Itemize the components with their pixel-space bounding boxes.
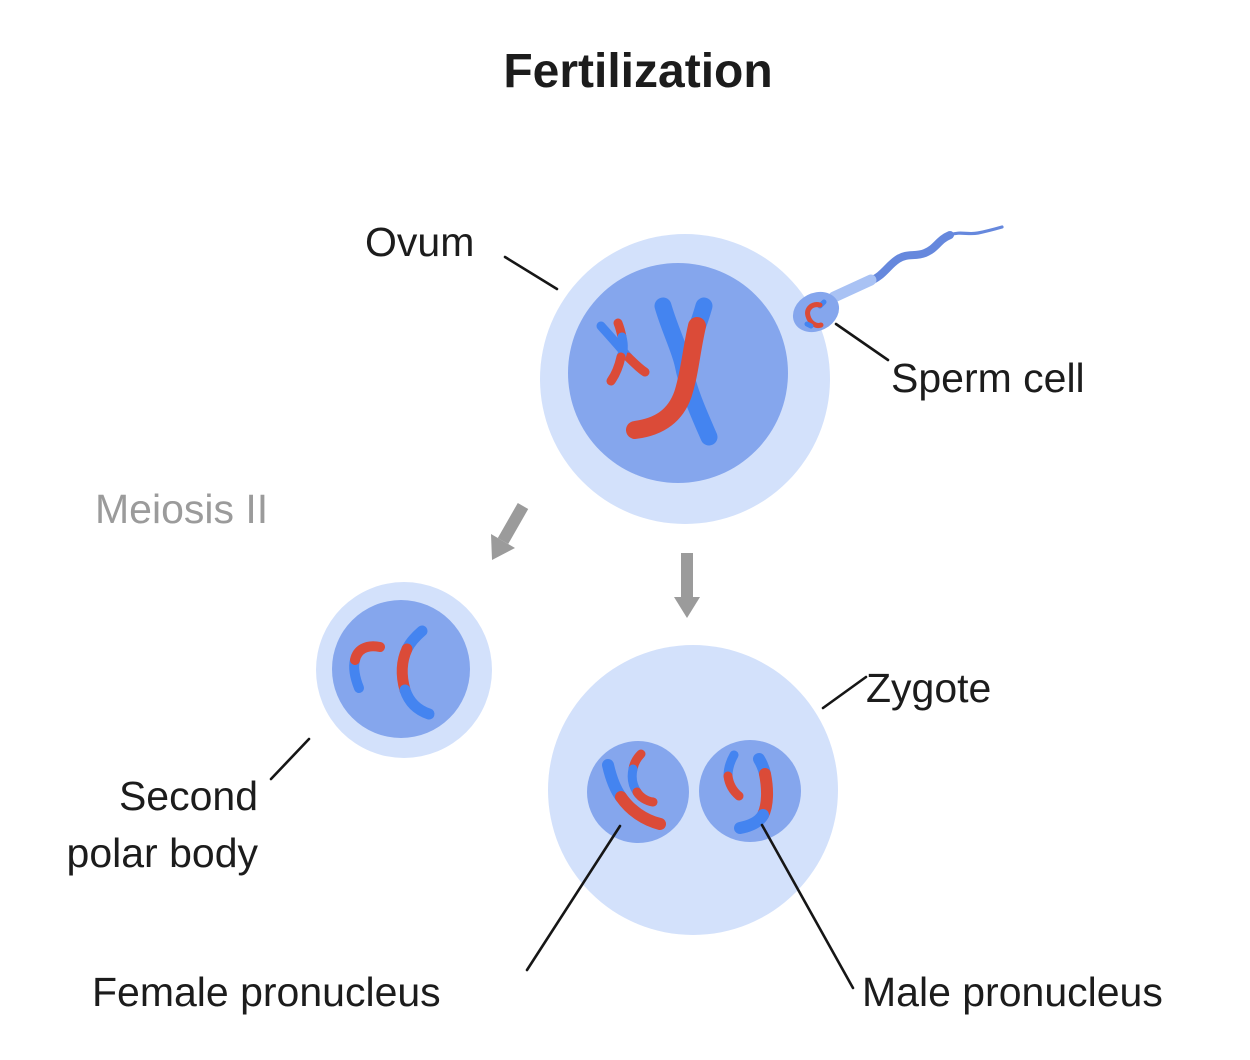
sperm-neck [828, 274, 877, 303]
sperm-cell-label: Sperm cell [891, 355, 1085, 401]
meiosis-label: Meiosis II [95, 486, 268, 532]
zygote-leader-line [821, 675, 868, 710]
ovum-small-chromatid-red-tip [623, 352, 650, 377]
male-pronucleus-leader-line [760, 823, 855, 990]
second-polar-body-leader-line [269, 737, 311, 781]
meiosis-arrow-left [491, 503, 529, 560]
ovum-large-chromatid-red [626, 317, 706, 439]
polar-chromatid-large-red [396, 643, 413, 696]
ovum-small-chromatid-red-bottom [606, 352, 626, 386]
female-chromatid-large-red [615, 791, 666, 830]
ovum-leader-line [503, 255, 559, 291]
second-polar-body-label-line2: polar body [67, 830, 259, 876]
male-chromatid-large-red [757, 768, 774, 821]
zygote-label: Zygote [866, 665, 991, 711]
female-pronucleus-leader-line [525, 824, 622, 972]
male-pronucleus-circle [699, 740, 801, 842]
sperm-head [792, 291, 840, 333]
sperm-chromosome-red [805, 302, 824, 328]
second-polar-body-label-line1: Second [119, 773, 258, 819]
page-title: Fertilization [503, 45, 772, 98]
sperm-tail-tip [948, 225, 1004, 237]
ovum-label: Ovum [365, 219, 474, 265]
male-chromatid-small-red [723, 771, 744, 801]
sperm-leader-line [834, 322, 890, 362]
female-chromatid-small-red-bottom [632, 787, 658, 807]
zygote-membrane [548, 645, 838, 935]
male-pronucleus-label: Male pronucleus [862, 969, 1163, 1015]
polar-chromatid-large-blue-bottom [399, 684, 435, 720]
sperm-tail [864, 231, 954, 286]
female-pronucleus-label: Female pronucleus [92, 969, 441, 1015]
sperm-chromosome-blue-tip-bottom [804, 321, 814, 329]
meiosis-arrow-down [674, 553, 700, 618]
polar-chromatid-small-red [350, 641, 385, 665]
male-chromatid-large-blue-bottom [734, 809, 769, 834]
